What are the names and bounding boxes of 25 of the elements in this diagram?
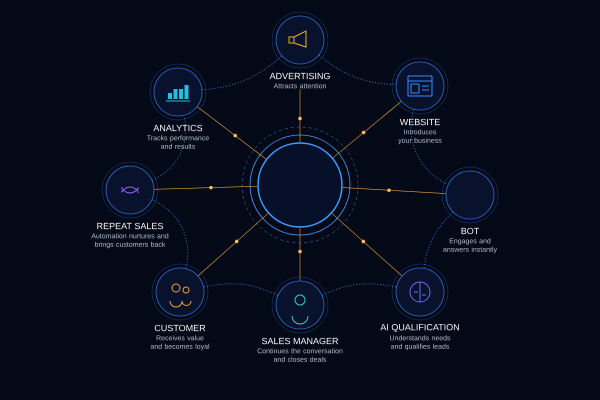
node-heading: CUSTOMER (154, 324, 206, 332)
node-heading: ANALYTICS (153, 124, 202, 132)
connector-line (410, 109, 448, 185)
node-heading: SALES MANAGER (262, 338, 338, 344)
connector-line (197, 106, 266, 160)
node-heading: AI QUALIFICATION (380, 324, 459, 332)
connector-line (154, 186, 258, 190)
connector-line (424, 212, 454, 268)
node-heading: REPEAT SALES (97, 222, 164, 230)
node-heading: ADVERTISING (270, 72, 330, 80)
connector-line (322, 283, 397, 296)
connector-line (318, 54, 396, 86)
node-heading: WEBSITE (400, 118, 440, 126)
hub-circle (242, 126, 358, 244)
connector-line (152, 115, 186, 181)
connector-line (332, 213, 402, 276)
connector-line (342, 187, 446, 194)
connector-line (152, 199, 188, 269)
connector-line (298, 227, 302, 281)
connector-line (298, 89, 302, 143)
connector-line (202, 56, 282, 90)
node-heading: BOT (462, 228, 480, 234)
connector-line (203, 283, 278, 296)
connector-line (332, 101, 402, 158)
connector-line (198, 213, 268, 276)
